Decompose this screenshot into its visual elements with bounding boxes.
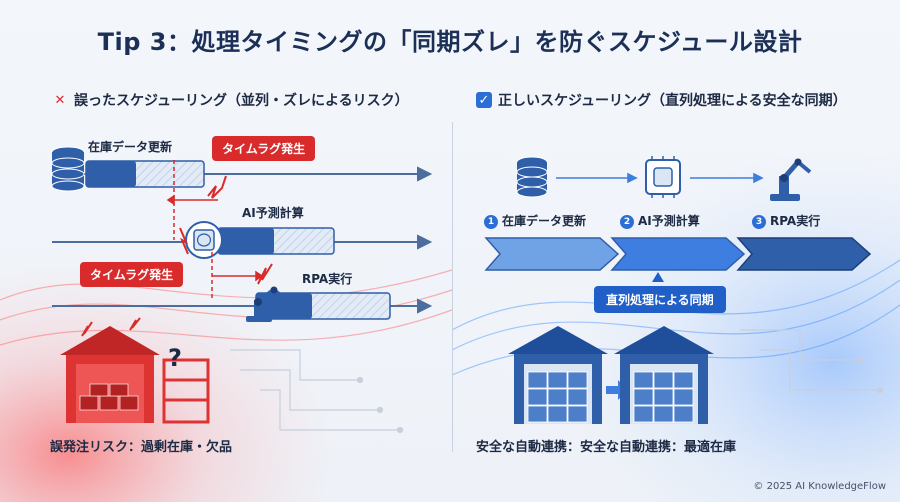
right-caption: 安全な自動連携：安全な自動連携：最適在庫 bbox=[476, 440, 737, 455]
step1-text: 在庫データ更新 bbox=[502, 214, 587, 228]
step3-label: 3 RPA実行 bbox=[752, 212, 820, 229]
step1-label: 1 在庫データ更新 bbox=[484, 212, 586, 229]
task-bar-2 bbox=[217, 227, 335, 255]
lag-indicator-1 bbox=[166, 160, 227, 240]
ai-chip-icon-right bbox=[645, 156, 681, 198]
left-heading-text: 誤ったスケジューリング（並列・ズレによるリスク） bbox=[74, 93, 409, 109]
task2-label: AI予測計算 bbox=[242, 206, 304, 220]
lag-indicator-2 bbox=[211, 252, 273, 300]
left-section-heading: ✕ 誤ったスケジューリング（並列・ズレによるリスク） bbox=[52, 90, 409, 110]
robot-arm-icon-right bbox=[770, 158, 812, 201]
task-bar-3 bbox=[255, 292, 391, 320]
sync-badge: 直列処理による同期 bbox=[594, 286, 726, 313]
lightning-icon bbox=[179, 227, 189, 255]
database-icon bbox=[51, 146, 85, 192]
sync-pointer bbox=[652, 272, 664, 282]
task3-label: RPA実行 bbox=[302, 272, 353, 286]
warehouse-icon-right-1 bbox=[508, 326, 608, 424]
process-chevrons bbox=[484, 237, 872, 271]
circuit-lines-right bbox=[740, 329, 884, 394]
step1-number: 1 bbox=[484, 214, 498, 229]
right-section-heading: ✓ 正しいスケジューリング（直列処理による安全な同期） bbox=[476, 90, 847, 110]
cross-icon: ✕ bbox=[54, 92, 66, 108]
step2-number: 2 bbox=[620, 214, 634, 229]
section-divider bbox=[452, 122, 453, 452]
step3-number: 3 bbox=[752, 214, 766, 229]
warehouse-icon-right-2 bbox=[614, 326, 714, 424]
lag-badge-2: タイムラグ発生 bbox=[80, 262, 184, 287]
question-mark: ? bbox=[168, 344, 182, 372]
check-icon: ✓ bbox=[476, 92, 492, 108]
icon-arrows bbox=[556, 172, 764, 184]
task-bar-1 bbox=[85, 160, 205, 188]
ai-chip-icon bbox=[185, 221, 223, 259]
step2-text: AI予測計算 bbox=[638, 214, 700, 228]
task1-label: 在庫データ更新 bbox=[88, 140, 173, 154]
robot-arm-icon bbox=[246, 286, 286, 322]
left-caption: 誤発注リスク：過剰在庫・欠品 bbox=[50, 440, 233, 455]
lag-badge-1: タイムラグ発生 bbox=[212, 136, 316, 161]
page-title: Tip 3：処理タイミングの「同期ズレ」を防ぐスケジュール設計 bbox=[97, 28, 803, 56]
right-heading-text: 正しいスケジューリング（直列処理による安全な同期） bbox=[498, 93, 847, 109]
circuit-lines-left bbox=[230, 349, 404, 434]
copyright-text: © 2025 AI KnowledgeFlow bbox=[753, 481, 886, 492]
step2-label: 2 AI予測計算 bbox=[620, 212, 700, 229]
warehouse-icon bbox=[60, 317, 210, 424]
step3-text: RPA実行 bbox=[770, 214, 821, 228]
database-icon-right bbox=[516, 156, 548, 198]
